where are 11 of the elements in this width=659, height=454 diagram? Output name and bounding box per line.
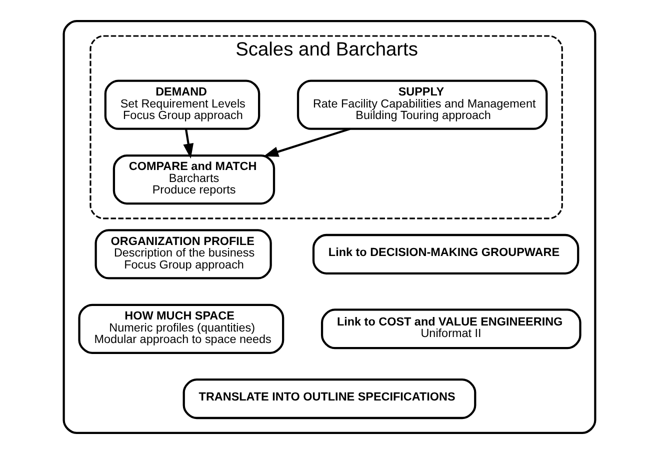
arrow <box>183 128 194 159</box>
node-box: DEMAND Set Requirement Levels Focus Group approach <box>104 80 260 130</box>
cluster <box>62 20 596 434</box>
node-box: ORGANIZATION PROFILE Description of the business Focus Group approach <box>94 229 272 280</box>
node-box: HOW MUCH SPACE Numeric profiles (quantities) Modular approach to space needs <box>78 304 284 354</box>
node-box: TRANSLATE INTO OUTLINE SPECIFICATIONS <box>182 378 476 420</box>
node-box: SUPPLY Rate Facility Capabilities and Management Building Touring approach <box>296 80 548 130</box>
node-box: COMPARE and MATCH Barcharts Produce reports <box>112 154 276 205</box>
node-box: Link to COST and VALUE ENGINEERING Uniformat II <box>320 308 582 350</box>
node-box: Link to DECISION-MAKING GROUPWARE <box>312 234 580 274</box>
arrow <box>263 128 350 157</box>
